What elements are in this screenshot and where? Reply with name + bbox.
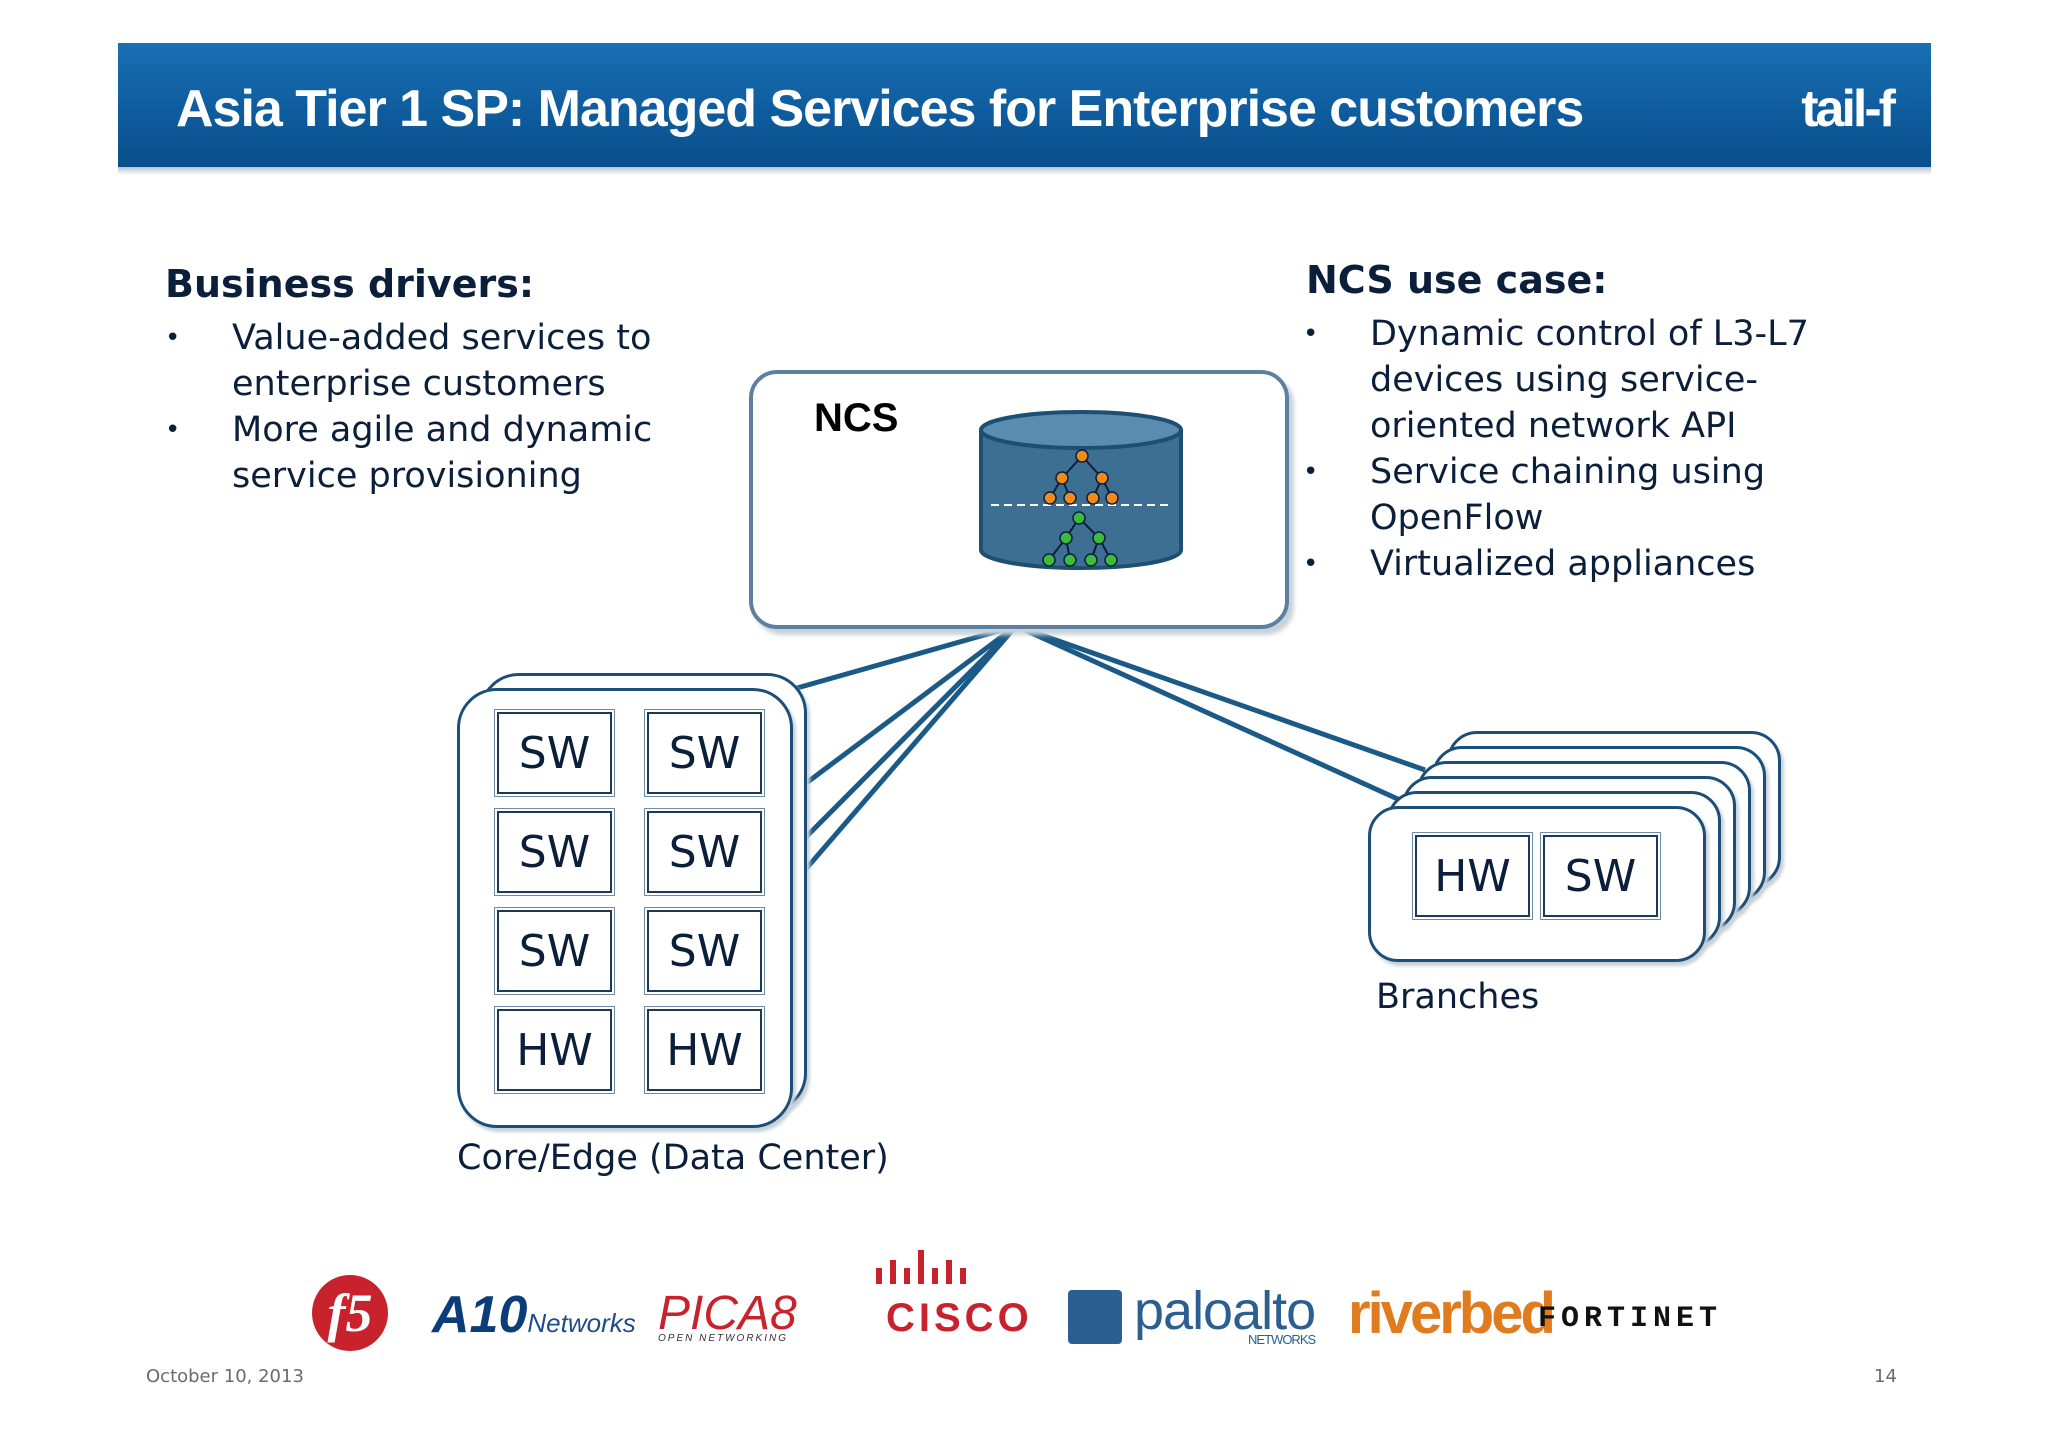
f5-logo: f5 <box>312 1275 388 1351</box>
footer-date: October 10, 2013 <box>146 1366 304 1387</box>
bullet-line: service provisioning <box>232 456 582 496</box>
bullet-line: OpenFlow <box>1370 498 1544 538</box>
branch-card: HW SW <box>1368 806 1706 962</box>
ncs-label: NCS <box>814 396 899 440</box>
paloalto-sub: NETWORKS <box>1248 1332 1316 1347</box>
paloalto-icon <box>1068 1290 1122 1344</box>
core-tile-hw: HW <box>497 1009 612 1091</box>
core-tile-sw: SW <box>497 910 612 992</box>
business-drivers-heading: Business drivers: <box>165 262 535 306</box>
bullet-icon: • <box>1303 457 1319 487</box>
link-line <box>803 624 1018 840</box>
link-line <box>1015 623 1426 773</box>
bullet-line: devices using service- <box>1370 360 1758 400</box>
bullet-line: More agile and dynamic <box>232 410 653 450</box>
pica8-logo: PICA8 OPEN NETWORKING <box>658 1286 797 1344</box>
list-item: • Virtualized appliances <box>1303 541 1809 587</box>
ncs-use-case-heading: NCS use case: <box>1306 258 1608 302</box>
a10-mark: A10 <box>432 1286 528 1344</box>
banner-shadow <box>118 167 1931 175</box>
ncs-use-case-list: • Dynamic control of L3-L7 devices using s… <box>1303 311 1809 587</box>
brand-logo: tail-f <box>1801 80 1896 138</box>
a10-logo: A10Networks <box>432 1285 636 1345</box>
list-item: • Value-added services to enterprise custo… <box>165 315 652 407</box>
bullet-line: enterprise customers <box>232 364 606 404</box>
paloalto-logo: paloalto NETWORKS <box>1134 1280 1316 1347</box>
page-number: 14 <box>1874 1366 1897 1387</box>
link-line <box>1014 623 1402 803</box>
bullet-icon: • <box>165 323 181 353</box>
bullet-icon: • <box>1303 319 1319 349</box>
fortinet-logo: FORTINET <box>1538 1302 1723 1336</box>
core-tile-sw: SW <box>497 811 612 893</box>
database-icon <box>979 410 1183 570</box>
riverbed-logo: riverbed <box>1348 1281 1556 1346</box>
list-item: • More agile and dynamic service provision… <box>165 407 652 499</box>
list-item: • Dynamic control of L3-L7 devices using s… <box>1303 311 1809 449</box>
a10-sub: Networks <box>527 1308 636 1338</box>
core-tile-sw: SW <box>647 712 762 794</box>
branch-tile-hw: HW <box>1415 835 1530 917</box>
ncs-box: NCS <box>749 370 1289 629</box>
link-line <box>789 623 1017 693</box>
core-tile-hw: HW <box>647 1009 762 1091</box>
branches-caption: Branches <box>1376 977 1540 1017</box>
title-banner: Asia Tier 1 SP: Managed Services for Ent… <box>118 43 1931 167</box>
pica8-sub: OPEN NETWORKING <box>658 1333 789 1344</box>
cisco-logo: CISCO <box>886 1296 1033 1340</box>
bullet-line: oriented network API <box>1370 406 1737 446</box>
core-tile-sw: SW <box>647 811 762 893</box>
business-drivers-list: • Value-added services to enterprise custo… <box>165 315 652 499</box>
bullet-line: Virtualized appliances <box>1370 544 1756 584</box>
link-line <box>803 623 1018 787</box>
core-card: SW SW SW SW SW SW HW HW <box>457 688 793 1128</box>
link-line <box>803 624 1018 872</box>
bullet-icon: • <box>165 415 181 445</box>
bullet-line: Value-added services to <box>232 318 652 358</box>
slide-title: Asia Tier 1 SP: Managed Services for Ent… <box>176 80 1584 138</box>
branch-tile-sw: SW <box>1543 835 1658 917</box>
pica8-mark: PICA8 <box>658 1287 797 1340</box>
bullet-line: Service chaining using <box>1370 452 1766 492</box>
core-tile-sw: SW <box>647 910 762 992</box>
cisco-bars-icon <box>876 1250 966 1284</box>
core-tile-sw: SW <box>497 712 612 794</box>
bullet-line: Dynamic control of L3-L7 <box>1370 314 1809 354</box>
bullet-icon: • <box>1303 549 1319 579</box>
core-caption: Core/Edge (Data Center) <box>457 1138 889 1178</box>
paloalto-mark: paloalto <box>1134 1281 1316 1341</box>
